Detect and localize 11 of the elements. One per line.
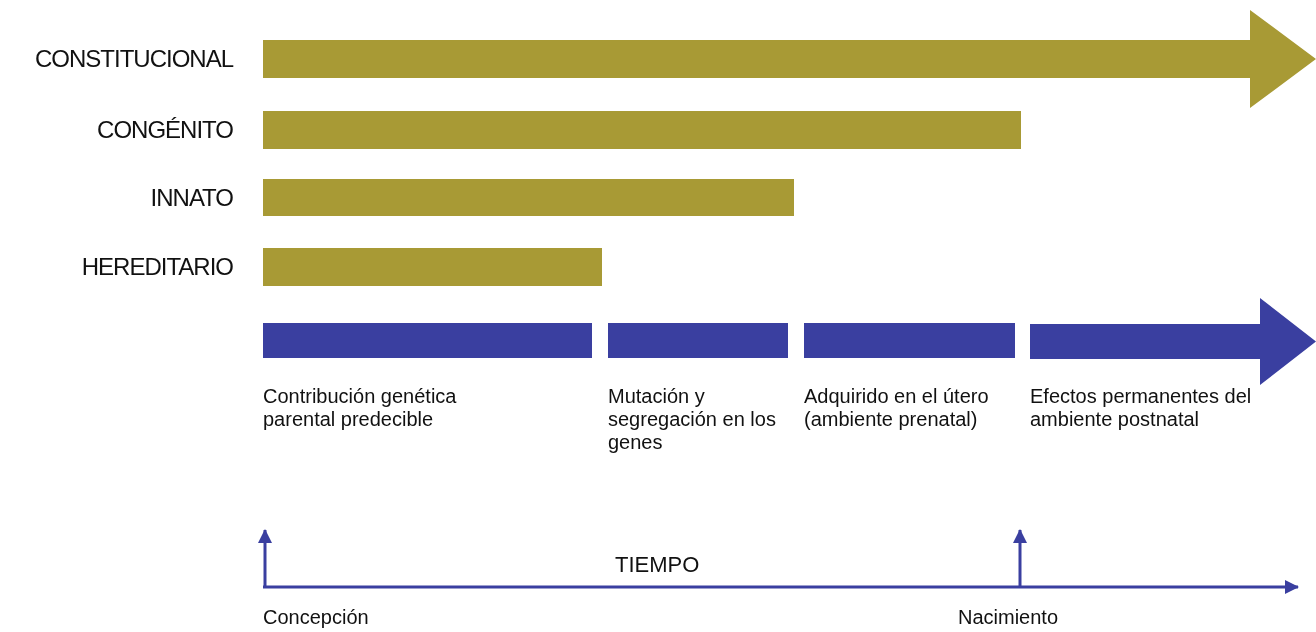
bar-label: CONSTITUCIONAL bbox=[35, 47, 233, 70]
bar-label: INNATO bbox=[150, 185, 233, 209]
bar-label: Contribución genética parental predecible bbox=[263, 385, 458, 431]
bar-label: HEREDITARIO bbox=[81, 255, 233, 278]
axis-title: TIEMPO bbox=[615, 553, 700, 576]
bar-label: Mutación y segregación en los genes bbox=[608, 385, 777, 454]
axis-label: Nacimiento bbox=[958, 606, 1059, 629]
axis-label: Concepción bbox=[263, 606, 369, 629]
bar-label: Adquirido en el útero (ambiente prenatal) bbox=[804, 385, 990, 431]
bar-label: CONGÉNITO bbox=[97, 118, 233, 141]
bar-label: Efectos permanentes del ambiente postnatal bbox=[1030, 385, 1253, 431]
